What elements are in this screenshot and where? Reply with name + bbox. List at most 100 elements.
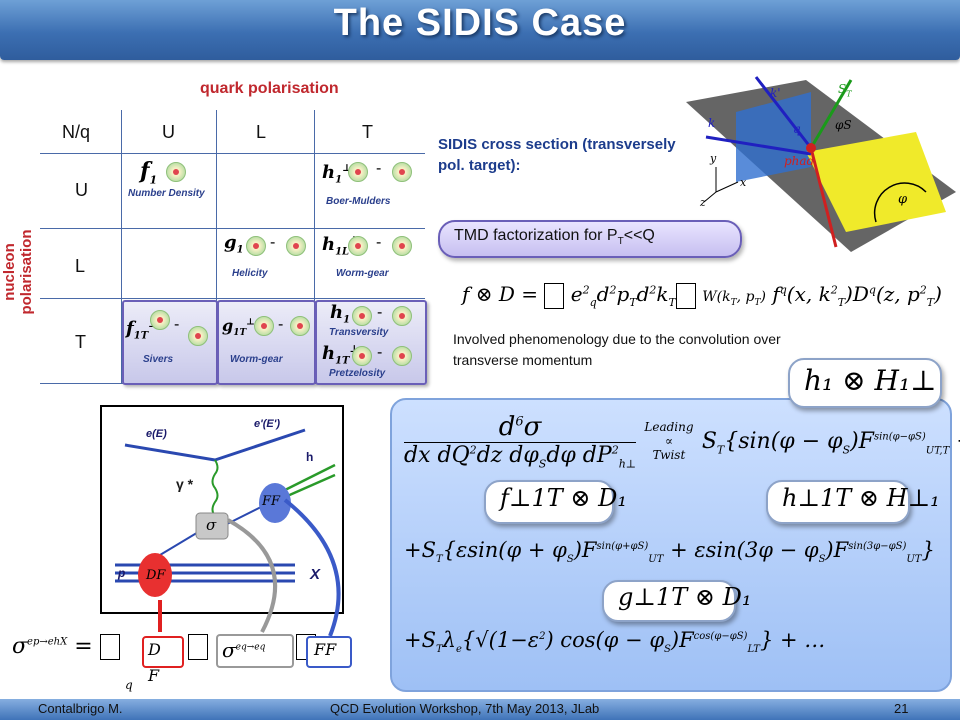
vec-q-label: q (793, 122, 801, 136)
quark-polarisation-label: quark polarisation (200, 80, 339, 97)
tmd-factorization-pill (438, 220, 742, 258)
minus-sign: - (278, 316, 284, 333)
sidis-label: SIDIS cross section (transversely pol. t… (438, 136, 676, 174)
vec-kprime-label: k' (770, 86, 781, 100)
tmd-factorization-text: TMD factorization for PT<<Q (454, 227, 655, 248)
minus-sign: - (174, 316, 180, 333)
table-vline (314, 110, 315, 384)
row-header-t: T (75, 332, 86, 352)
involved-phenomenology-text: Involved phenomenology due to the convol… (453, 331, 781, 368)
sidis-cross-section-formula-line3: +STλe{√(1−ε2) cos(φ − φS)Fcos(φ−φS)LT} +… (404, 628, 826, 656)
conv-symbol (188, 634, 208, 660)
sidis-kinematics-diagram (686, 76, 956, 252)
footer-page-number: 21 (894, 701, 909, 716)
nucleon-quark-dot-icon (166, 162, 186, 182)
slide-title: The SIDIS Case (333, 2, 627, 44)
col-header-t: T (362, 122, 373, 142)
table-corner: N/q (62, 122, 91, 142)
bubble-g1T-D1-text: g⊥1T ⊗ D₁ (618, 583, 752, 611)
nucleon-quark-dot-icon (352, 306, 372, 326)
table-hline (40, 228, 425, 229)
p-had-label: phad (784, 154, 815, 168)
axis-x-label: x (740, 176, 747, 189)
table-vline (216, 110, 217, 384)
worm-gear-T-cell (217, 300, 316, 385)
eprime-label: e'(E') (254, 418, 281, 430)
row-header-u: U (75, 180, 88, 200)
nucleon-quark-dot-icon (246, 236, 266, 256)
h1-symbol: h1 (330, 302, 351, 326)
h-label: h (306, 450, 314, 464)
helicity-label: Helicity (232, 268, 268, 279)
minus-sign: - (376, 234, 382, 251)
title-bar (0, 0, 960, 60)
nucleon-quark-dot-icon (254, 316, 274, 336)
vec-ST-label: ST (838, 82, 852, 99)
minus-sign: - (377, 304, 383, 321)
sidis-cross-section-formula-line2: +ST{εsin(φ + φS)Fsin(φ+φS)UT + εsin(3φ −… (404, 538, 935, 566)
nucleon-quark-dot-icon (188, 326, 208, 346)
minus-sign: - (376, 160, 382, 177)
f1-symbol: f1 (140, 158, 158, 187)
sigma-box-label: σ (206, 516, 217, 534)
bubble-g1T-D1 (602, 580, 736, 622)
bubble-f1T-D1-text: f⊥1T ⊗ D₁ (500, 484, 627, 512)
sigma-parton-box (216, 634, 294, 668)
transversity-label: Transversity (329, 327, 389, 338)
p-label: p (118, 566, 126, 580)
cross-section-formula: σep→ehX = (12, 634, 120, 660)
col-header-l: L (256, 122, 267, 142)
boer-mulders-label: Boer-Mulders (326, 196, 391, 207)
footer-event: QCD Evolution Workshop, 7th May 2013, JL… (330, 701, 600, 716)
phi-label: φ (898, 192, 908, 207)
table-hline (40, 298, 425, 299)
col-header-u: U (162, 122, 175, 142)
sigma-parton: σeq→eq (222, 638, 266, 662)
bubble-h1-H1-text: h₁ ⊗ H₁⊥ (804, 364, 937, 397)
cross-section-panel (390, 398, 952, 692)
sum-index-q: q (125, 678, 133, 692)
df-box-f: F (148, 666, 160, 685)
nucleon-quark-dot-icon (286, 236, 306, 256)
minus-sign: - (377, 344, 383, 361)
dis-feynman-diagram (115, 428, 336, 597)
nucleon-quark-dot-icon (150, 310, 170, 330)
table-vline (121, 110, 122, 384)
phi-S-label: φS (835, 118, 852, 132)
df-box (142, 636, 184, 668)
worm-gear-T-label: Worm-gear (230, 354, 283, 365)
nucleon-quark-dot-icon (348, 162, 368, 182)
nucleon-quark-dot-icon (392, 306, 412, 326)
minus-sign: - (270, 234, 276, 251)
nucleon-quark-dot-icon (392, 162, 412, 182)
footer-author: Contalbrigo M. (38, 701, 123, 716)
e-label: e(E) (146, 428, 167, 440)
convolution-formula: f ⊗ D = e2qd2pTd2kT W(kT, pT) fq(x, k2T)… (462, 282, 942, 309)
bubble-f1T-D1 (484, 480, 614, 524)
table-hline (40, 153, 425, 154)
bubble-h1-H1 (788, 358, 942, 408)
nucleon-quark-dot-icon (392, 236, 412, 256)
sidis-cross-section-formula-line1: d6σ dx dQ2dz dφSdφ dP2h⊥ Leading∝Twist S… (404, 412, 960, 471)
g1T-symbol: g1T⊥ (222, 316, 255, 339)
df-blob-label: DF (146, 568, 166, 583)
number-density-label: Number Density (128, 188, 205, 199)
bubble-h1T-H1 (766, 480, 910, 524)
footer-bar (0, 699, 960, 720)
h1perp-symbol: h1⊥ (322, 162, 352, 186)
df-box-d: D (148, 640, 161, 659)
worm-gear-L-label: Worm-gear (336, 268, 389, 279)
nucleon-quark-dot-icon (290, 316, 310, 336)
ff-blob-label: FF (262, 494, 281, 509)
pretzelosity-label: Pretzelosity (329, 368, 386, 379)
sivers-label: Sivers (143, 354, 174, 365)
nucleon-quark-dot-icon (348, 236, 368, 256)
ff-box (306, 636, 352, 668)
ff-box-label: FF (314, 640, 337, 659)
nucleon-quark-dot-icon (392, 346, 412, 366)
axis-y-label: y (710, 152, 717, 165)
vec-k-label: k (708, 116, 716, 130)
gamma-star-label: γ * (176, 476, 194, 492)
nucleon-quark-dot-icon (352, 346, 372, 366)
